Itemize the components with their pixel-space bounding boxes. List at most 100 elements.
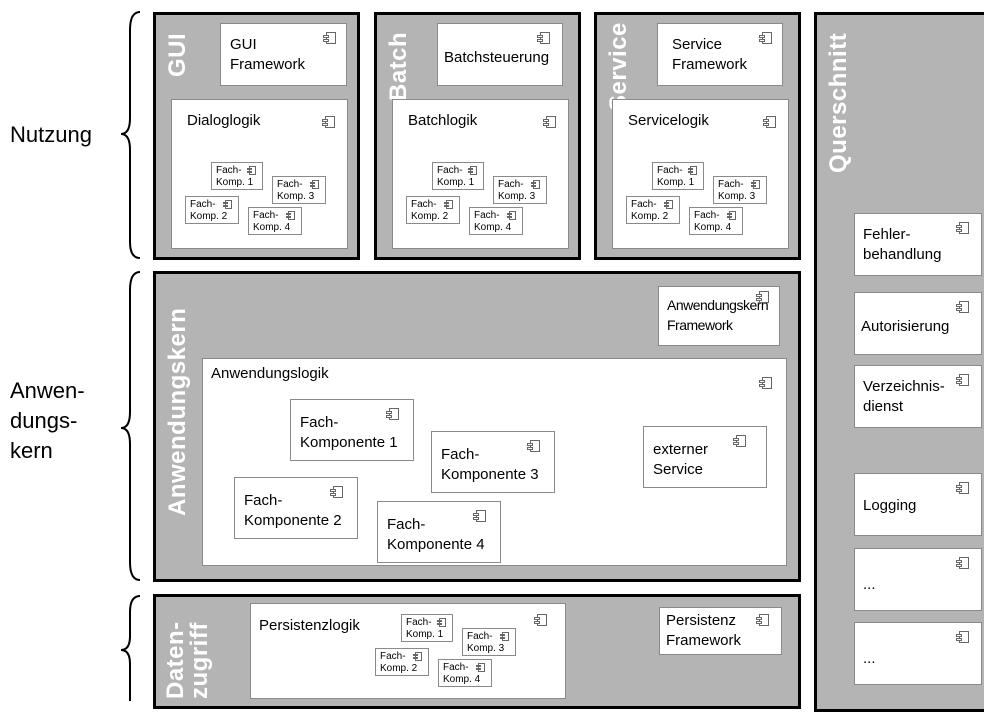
fach-komp-1-box: Fach- Komp. 1 — [652, 162, 704, 190]
component-icon — [956, 374, 969, 386]
servicelogik-box: Servicelogik Fach- Komp. 1 Fach- Komp. 3… — [612, 99, 789, 249]
component-icon — [759, 377, 772, 389]
batch-panel: Batch Batchsteuerung Batchlogik Fach- Ko… — [374, 12, 581, 260]
fach-komp-3-box: Fach- Komp. 3 — [493, 176, 547, 204]
fach-komp-4-box: Fach- Komp. 4 — [689, 207, 743, 235]
component-icon — [756, 614, 769, 626]
component-icon — [727, 211, 736, 220]
querschnitt-panel-title: Querschnitt — [825, 32, 852, 173]
batchlogik-label: Batchlogik — [408, 112, 478, 129]
gui-panel-title: GUI — [164, 32, 191, 77]
gui-framework-box: GUI Framework — [220, 23, 347, 86]
fehlerbehandlung-box: Fehler- behandlung — [854, 213, 982, 276]
component-icon — [413, 652, 422, 661]
component-icon — [531, 180, 540, 189]
component-icon — [537, 32, 550, 44]
anwendungskern-framework-label: Anwendungskern Framework — [667, 297, 769, 333]
layer-label-anwendungskern: Anwen- dungs- kern — [10, 378, 85, 463]
anwendungslogik-box: Anwendungslogik Fach- Komponente 1 Fach-… — [202, 358, 787, 566]
component-icon — [322, 116, 335, 128]
component-icon — [468, 166, 477, 175]
fach-komponente-1-box: Fach- Komponente 1 — [290, 399, 414, 461]
fach-komp-2-box: Fach- Komp. 2 — [375, 648, 429, 676]
service-panel: Service Service Framework Servicelogik F… — [594, 12, 801, 260]
component-icon — [500, 632, 509, 641]
component-icon — [534, 614, 547, 626]
component-icon — [543, 116, 556, 128]
batchlogik-box: Batchlogik Fach- Komp. 1 Fach- Komp. 3 F… — [392, 99, 569, 249]
component-icon — [756, 291, 769, 303]
component-icon — [437, 618, 446, 627]
service-panel-title: Service — [605, 22, 632, 111]
anwendungskern-panel: Anwendungskern Anwendungskern Framework … — [153, 271, 801, 582]
fach-komp-3-box: Fach- Komp. 3 — [462, 628, 516, 656]
fach-komponente-4-box: Fach- Komponente 4 — [377, 501, 501, 563]
persistenz-framework-box: Persistenz Framework — [659, 607, 782, 655]
component-icon — [759, 32, 772, 44]
component-icon — [733, 435, 746, 447]
component-icon — [330, 486, 343, 498]
gui-panel: GUI GUI Framework Dialoglogik Fach- Komp… — [153, 12, 360, 260]
externer-service-box: externer Service — [643, 426, 767, 488]
anwendungslogik-label: Anwendungslogik — [211, 365, 329, 382]
fach-komp-2-box: Fach- Komp. 2 — [406, 196, 460, 224]
component-icon — [310, 180, 319, 189]
querschnitt-more-box-1: ... — [854, 548, 982, 611]
service-framework-label: Service Framework — [672, 36, 748, 73]
fach-komp-1-box: Fach- Komp. 1 — [401, 614, 453, 642]
persistenzlogik-label: Persistenzlogik — [259, 617, 360, 634]
fach-komp-2-box: Fach- Komp. 2 — [626, 196, 680, 224]
brace-anwendungskern — [120, 271, 141, 581]
servicelogik-label: Servicelogik — [628, 112, 709, 129]
component-icon — [473, 510, 486, 522]
component-icon — [956, 557, 969, 569]
gui-framework-label: GUI Framework — [230, 36, 306, 73]
braces — [120, 11, 141, 701]
batchsteuerung-label: Batchsteuerung — [444, 49, 550, 66]
component-icon — [223, 200, 232, 209]
component-icon — [688, 166, 697, 175]
querschnitt-more-box-2: ... — [854, 622, 982, 685]
fach-komp-1-box: Fach- Komp. 1 — [211, 162, 263, 190]
persistenzlogik-box: Persistenzlogik Fach- Komp. 1 Fach- Komp… — [250, 603, 566, 699]
component-icon — [751, 180, 760, 189]
component-icon — [507, 211, 516, 220]
component-icon — [763, 116, 776, 128]
component-icon — [247, 166, 256, 175]
brace-datenzugriff — [120, 595, 141, 701]
anwendungskern-panel-title: Anwendungskern — [164, 307, 191, 516]
component-icon — [956, 631, 969, 643]
fach-komp-3-box: Fach- Komp. 3 — [272, 176, 326, 204]
layer-label-nutzung: Nutzung — [10, 122, 92, 147]
component-icon — [956, 222, 969, 234]
component-icon — [476, 663, 485, 672]
verzeichnisdienst-box: Verzeichnis- dienst — [854, 365, 982, 428]
batchsteuerung-box: Batchsteuerung — [437, 23, 563, 86]
batch-panel-title: Batch — [385, 31, 412, 101]
datenzugriff-panel: Daten- zugriff Persistenzlogik Fach- Kom… — [153, 594, 801, 709]
fach-komp-4-box: Fach- Komp. 4 — [438, 659, 492, 687]
fach-komp-4-box: Fach- Komp. 4 — [248, 207, 302, 235]
component-icon — [527, 440, 540, 452]
autorisierung-box: Autorisierung — [854, 292, 982, 355]
fach-komponente-3-box: Fach- Komponente 3 — [431, 431, 555, 493]
component-icon — [444, 200, 453, 209]
component-icon — [956, 301, 969, 313]
component-icon — [386, 408, 399, 420]
logging-box: Logging — [854, 473, 982, 536]
fach-komp-3-box: Fach- Komp. 3 — [713, 176, 767, 204]
brace-nutzung — [120, 11, 141, 259]
querschnitt-panel: Querschnitt Fehler- behandlung Autorisie… — [814, 12, 984, 712]
fach-komp-1-box: Fach- Komp. 1 — [432, 162, 484, 190]
datenzugriff-panel-title: Daten- zugriff — [162, 621, 213, 699]
component-icon — [323, 32, 336, 44]
fach-komp-2-box: Fach- Komp. 2 — [185, 196, 239, 224]
fach-komponente-2-box: Fach- Komponente 2 — [234, 477, 358, 539]
anwendungskern-framework-box: Anwendungskern Framework — [658, 286, 780, 346]
dialoglogik-label: Dialoglogik — [187, 112, 261, 129]
persistenz-framework-label: Persistenz Framework — [666, 612, 742, 649]
component-icon — [286, 211, 295, 220]
component-icon — [664, 200, 673, 209]
fach-komp-4-box: Fach- Komp. 4 — [469, 207, 523, 235]
service-framework-box: Service Framework — [657, 23, 783, 86]
